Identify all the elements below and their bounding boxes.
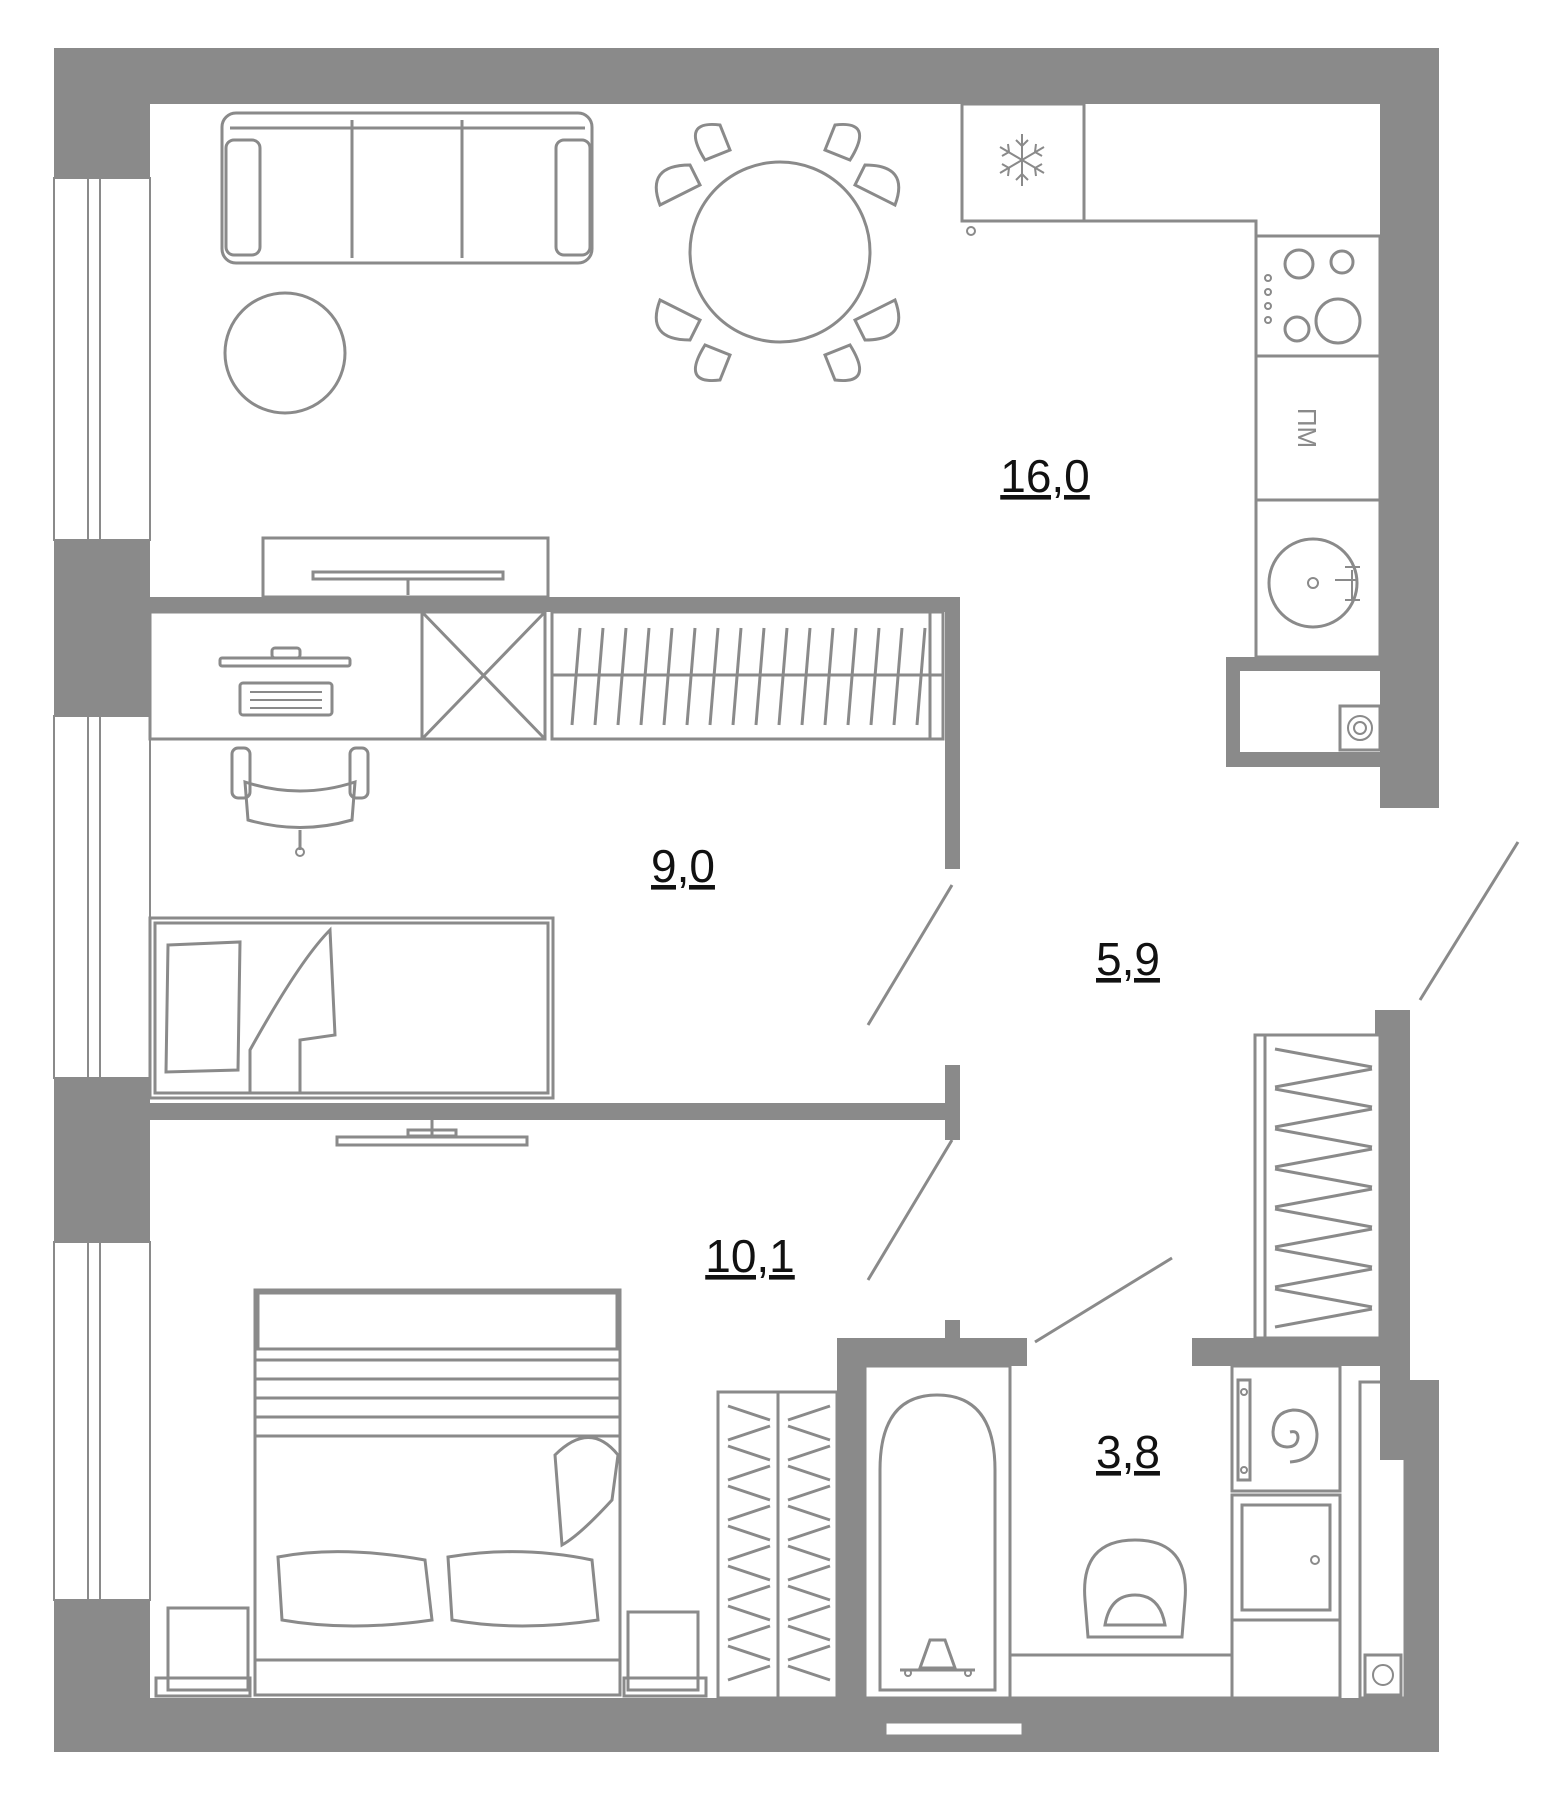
outer-wall-top	[54, 48, 1439, 104]
wall-bedroom-door-stub	[945, 1320, 960, 1340]
wall-bath-top-left	[837, 1338, 1027, 1366]
washing-machine	[1338, 704, 1382, 752]
round-rug	[223, 291, 347, 415]
window-living	[53, 177, 151, 541]
fridge	[960, 102, 1086, 236]
wall-bath-left	[837, 1338, 865, 1718]
door-bathroom	[1034, 1256, 1173, 1344]
hallway-wardrobe	[1253, 1033, 1382, 1340]
sink-cabinet	[1254, 498, 1382, 659]
kitchen-counter	[1084, 219, 1382, 659]
area-large-bedroom: 10,1	[705, 1230, 795, 1282]
left-wall-pillar-3	[54, 1078, 150, 1242]
wardrobe-small-bedroom	[550, 610, 945, 741]
door-small-bedroom	[866, 884, 954, 1026]
wall-kitchen-niche-left	[1226, 657, 1240, 767]
tv-living	[261, 536, 550, 599]
single-bed	[148, 916, 555, 1100]
outer-wall-bottom	[54, 1698, 1439, 1752]
left-wall-pillar-2	[54, 540, 150, 716]
wall-kitchen-niche-top	[1226, 657, 1386, 671]
wall-living-bedroom	[150, 597, 960, 612]
area-bathroom: 3,8	[1096, 1426, 1160, 1478]
desk	[148, 610, 424, 741]
tv-small-bedroom	[335, 1120, 529, 1147]
wall-bedroom-hall-lower	[945, 1065, 960, 1140]
water-heater	[1230, 1364, 1342, 1493]
cooktop	[1254, 234, 1382, 358]
office-chair	[230, 746, 370, 857]
toilet	[1008, 1538, 1234, 1700]
wall-between-bedrooms	[150, 1103, 960, 1120]
boiler-niche	[1358, 1380, 1407, 1700]
sofa	[220, 111, 594, 265]
wardrobe-large-bedroom	[716, 1390, 839, 1700]
outer-wall-right-top	[1380, 48, 1439, 808]
windows	[53, 177, 151, 1601]
area-hallway: 5,9	[1096, 933, 1160, 985]
bathroom-vent	[883, 1720, 1025, 1738]
nightstand-right	[622, 1610, 708, 1698]
washing-machine-bath	[1230, 1493, 1342, 1622]
walls	[54, 48, 1439, 1752]
window-small-bedroom	[53, 715, 151, 1079]
wall-bath-top-right	[1192, 1338, 1382, 1366]
snowflake-icon	[999, 134, 1045, 186]
left-wall-pillar-1	[54, 48, 150, 178]
window-large-bedroom	[53, 1241, 151, 1601]
nightstand-left	[154, 1606, 252, 1698]
wall-kitchen-niche-bottom	[1226, 752, 1386, 767]
area-small-bedroom: 9,0	[651, 840, 715, 892]
double-bed	[253, 1288, 622, 1697]
bathroom-sink	[1230, 1618, 1342, 1700]
area-living-kitchen: 16,0	[1000, 450, 1090, 502]
door-large-bedroom	[866, 1139, 954, 1281]
doors	[866, 841, 1520, 1738]
dining-table	[654, 122, 901, 383]
bathtub	[863, 1364, 1012, 1700]
dishwasher-label: ПМ	[1292, 408, 1322, 448]
wall-bedroom-hall-upper	[945, 597, 960, 869]
outer-wall-right-bottom	[1405, 1380, 1439, 1752]
entrance-jamb	[1375, 1010, 1410, 1035]
door-entrance	[1418, 841, 1520, 1001]
storage-cross	[420, 610, 547, 741]
spiral-icon	[1271, 1408, 1319, 1464]
